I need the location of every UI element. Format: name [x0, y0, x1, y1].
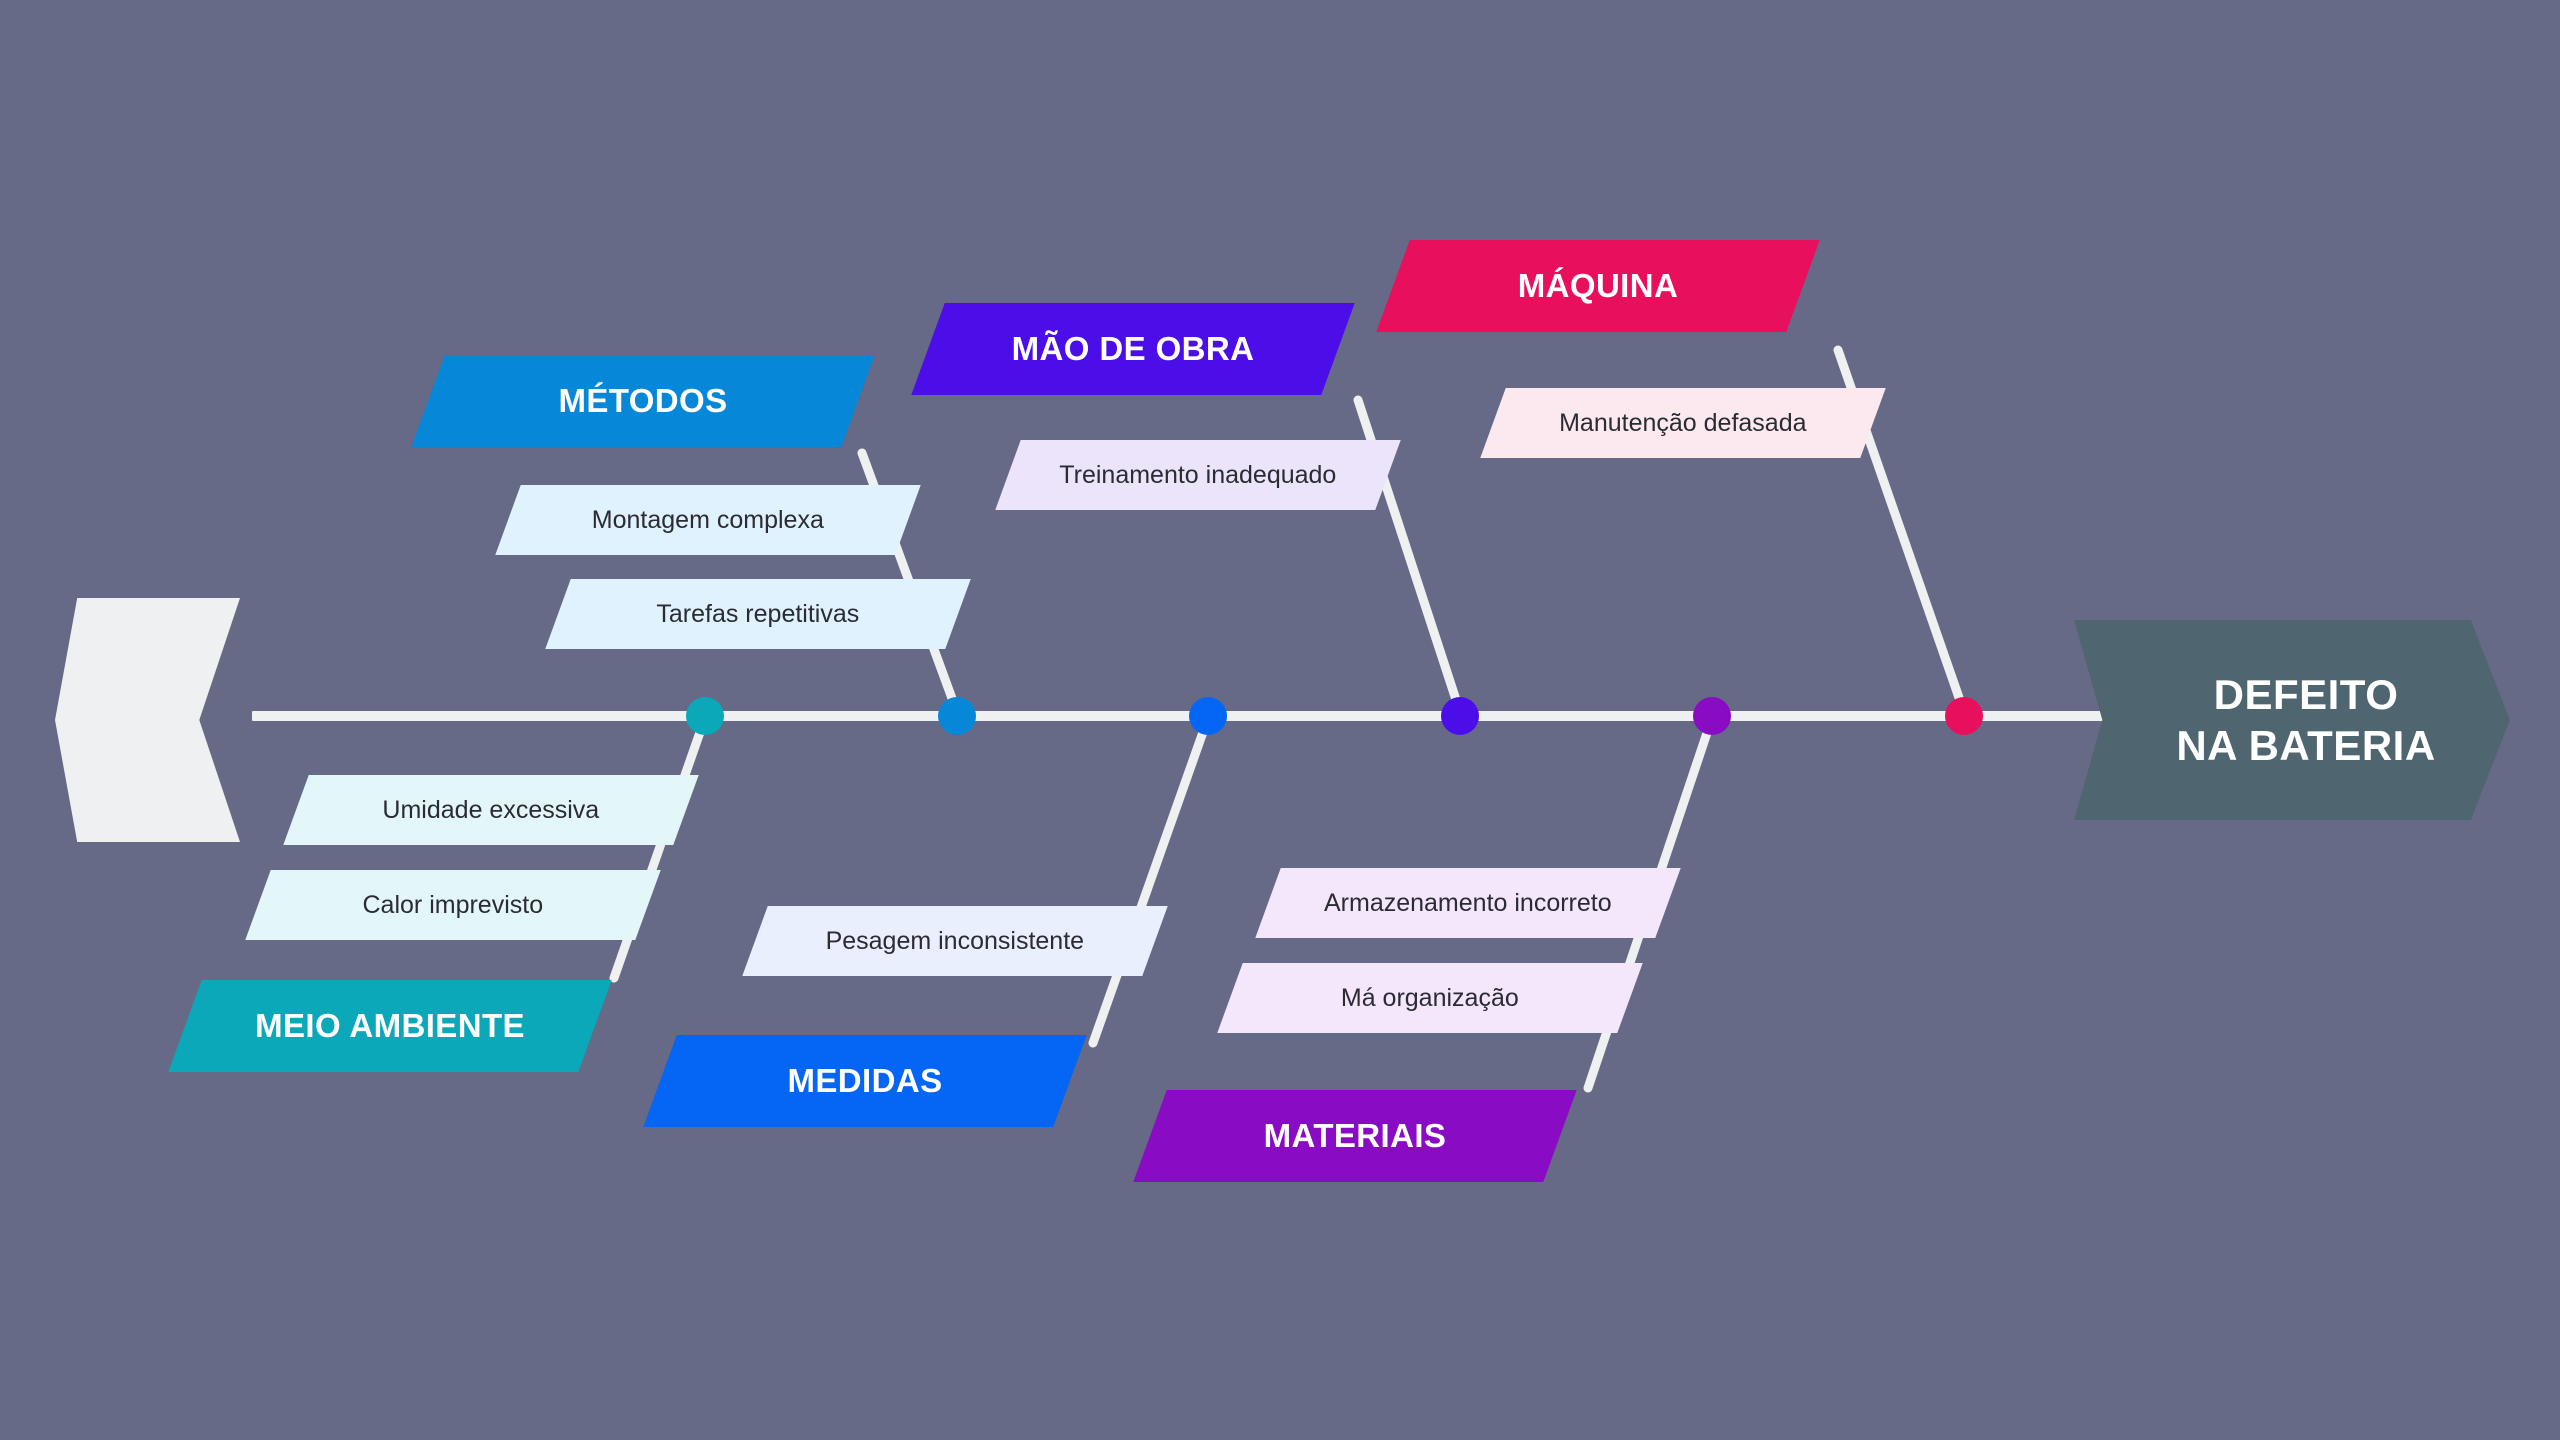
category-box-materiais[interactable]: MATERIAIS	[1133, 1090, 1577, 1182]
cause-box-materiais-1[interactable]: Má organização	[1217, 963, 1643, 1033]
category-label-maquina: MÁQUINA	[1517, 267, 1679, 304]
cause-label-materiais-1: Má organização	[1341, 983, 1519, 1012]
cause-box-materiais-0[interactable]: Armazenamento incorreto	[1255, 868, 1681, 938]
category-label-mao-de-obra: MÃO DE OBRA	[1011, 330, 1255, 367]
category-box-maquina[interactable]: MÁQUINA	[1376, 240, 1820, 332]
category-box-metodos[interactable]: MÉTODOS	[411, 355, 875, 447]
spine-node-medidas[interactable]	[1189, 697, 1227, 735]
category-box-mao-de-obra[interactable]: MÃO DE OBRA	[911, 303, 1355, 395]
cause-label-maquina-0: Manutenção defasada	[1559, 408, 1807, 437]
cause-label-meio-ambiente-0: Umidade excessiva	[382, 795, 600, 824]
cause-box-maquina-0[interactable]: Manutenção defasada	[1480, 388, 1886, 458]
spine-node-meio-ambiente[interactable]	[686, 697, 724, 735]
category-label-meio-ambiente: MEIO AMBIENTE	[255, 1007, 525, 1044]
category-label-materiais: MATERIAIS	[1263, 1117, 1447, 1154]
category-label-metodos: MÉTODOS	[558, 382, 728, 419]
cause-box-meio-ambiente-1[interactable]: Calor imprevisto	[245, 870, 661, 940]
spine-node-mao-de-obra[interactable]	[1441, 697, 1479, 735]
cause-label-metodos-1: Tarefas repetitivas	[656, 599, 860, 628]
category-box-medidas[interactable]: MEDIDAS	[643, 1035, 1087, 1127]
cause-label-medidas-0: Pesagem inconsistente	[825, 926, 1085, 955]
cause-box-mao-de-obra-0[interactable]: Treinamento inadequado	[995, 440, 1401, 510]
cause-label-meio-ambiente-1: Calor imprevisto	[362, 890, 544, 919]
spine-node-materiais[interactable]	[1693, 697, 1731, 735]
category-box-meio-ambiente[interactable]: MEIO AMBIENTE	[168, 980, 612, 1072]
cause-box-meio-ambiente-0[interactable]: Umidade excessiva	[283, 775, 699, 845]
cause-box-metodos-0[interactable]: Montagem complexa	[495, 485, 921, 555]
cause-box-medidas-0[interactable]: Pesagem inconsistente	[742, 906, 1168, 976]
fishbone-spine	[252, 711, 2104, 721]
cause-label-materiais-0: Armazenamento incorreto	[1324, 888, 1612, 917]
spine-node-metodos[interactable]	[938, 697, 976, 735]
spine-node-maquina[interactable]	[1945, 697, 1983, 735]
cause-label-metodos-0: Montagem complexa	[591, 505, 825, 534]
category-label-medidas: MEDIDAS	[787, 1062, 943, 1099]
cause-box-metodos-1[interactable]: Tarefas repetitivas	[545, 579, 971, 649]
branch-line-medidas	[1088, 713, 1213, 1048]
cause-label-mao-de-obra-0: Treinamento inadequado	[1059, 460, 1337, 489]
